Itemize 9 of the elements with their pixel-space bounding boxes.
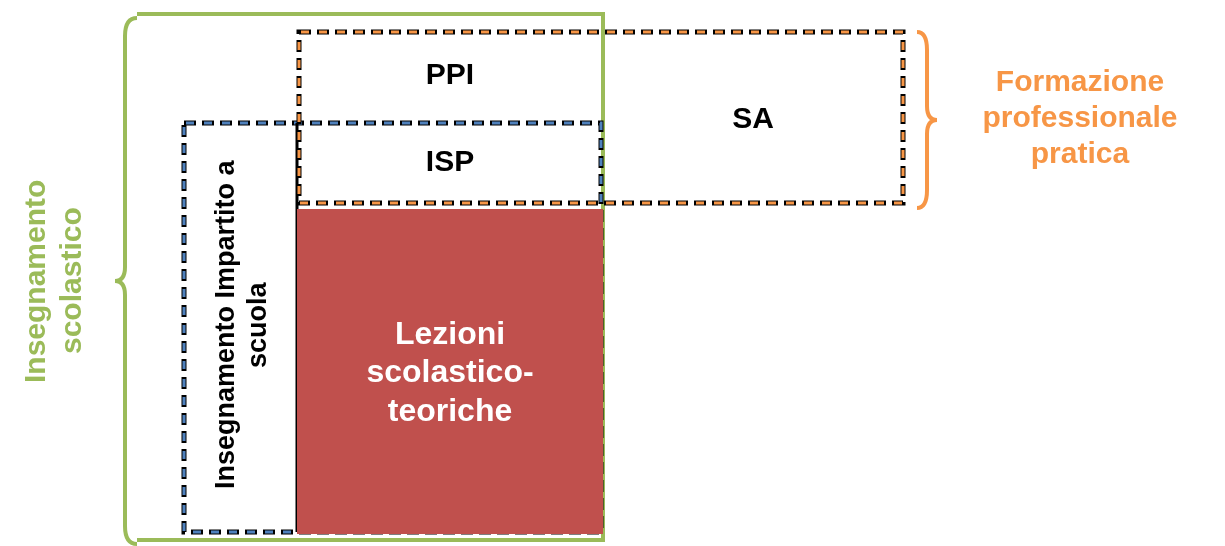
box-label: Lezioni scolastico-teoriche (365, 313, 535, 430)
group-heading: Insegnamento scolastico (16, 178, 88, 385)
filled-box (297, 209, 603, 534)
box-label: PPI (424, 55, 476, 92)
group-frame (182, 121, 603, 534)
box-label: SA (731, 99, 775, 136)
box-label: ISP (424, 143, 476, 179)
group-heading: Formazione professionale pratica (981, 63, 1179, 171)
group-heading: Insegnamento Impartito a scuola (208, 159, 273, 492)
